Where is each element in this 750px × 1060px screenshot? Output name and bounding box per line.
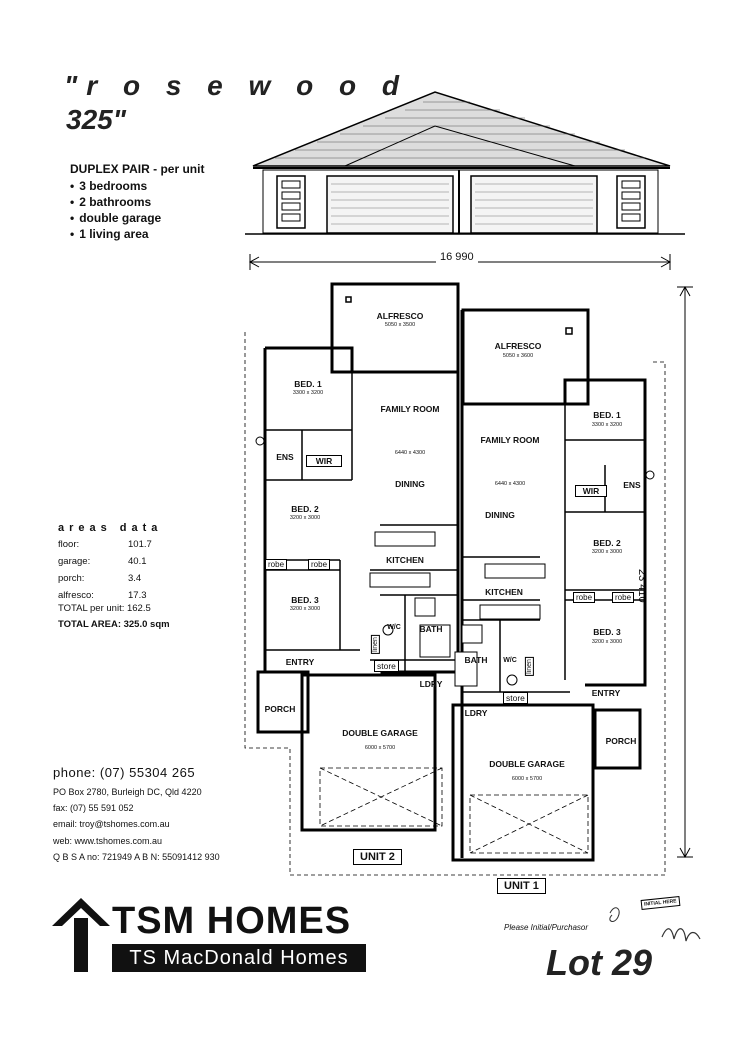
contact-phone: phone: (07) 55304 265 [53,765,196,780]
contact-po-box: PO Box 2780, Burleigh DC, Qld 4220 [53,787,202,797]
u2-ens-label: ENS [276,452,294,462]
u1-family-label: FAMILY ROOM [480,435,540,445]
contact-licence: Q B S A no: 721949 A B N: 55091412 930 [53,852,220,862]
u2-garage-dim: 6000 x 5700 [364,745,396,751]
u2-alfresco-label: ALFRESCO [376,311,424,321]
design-name: "r o s e w o o d [64,70,408,101]
u2-family-label: FAMILY ROOM [380,404,440,414]
lot-number: Lot 29 [546,942,653,983]
logo-sub: TS MacDonald Homes [112,944,366,972]
logo-main: TSM HOMES [112,900,352,942]
u2-bed3-dim: 3200 x 3000 [289,606,321,612]
u2-store-label: store [374,660,399,672]
u1-bed1-label: BED. 1 [593,410,621,420]
area-total: TOTAL AREA: 325.0 sqm [58,619,170,630]
depth-dimension-line [677,285,693,859]
contact-web: web: www.tshomes.com.au [53,836,163,846]
contact-fax: fax: (07) 55 591 052 [53,803,134,813]
area-row-alfresco: alfresco:17.3 [58,590,147,601]
u1-bed3-label: BED. 3 [593,627,621,637]
u2-robe-2: robe [308,559,331,570]
feature-bathrooms: 2 bathrooms [70,195,151,209]
u1-dining-label: DINING [485,510,515,520]
u1-alfresco-label: ALFRESCO [494,341,542,351]
area-row-floor: floor:101.7 [58,539,152,550]
area-row-garage: garage:40.1 [58,556,147,567]
feature-bedrooms: 3 bedrooms [70,179,147,193]
feature-living: 1 living area [70,227,148,241]
u1-alfresco-dim: 5050 x 3600 [502,353,534,359]
u1-porch-label: PORCH [605,736,637,746]
u1-bath-label: BATH [464,655,488,665]
u1-bed3-dim: 3200 x 3000 [591,639,623,645]
u2-bed2-dim: 3200 x 3000 [289,515,321,521]
unit2-tag: UNIT 2 [353,849,402,865]
u1-ens-label: ENS [623,480,641,490]
u1-garage-dim: 6000 x 5700 [511,776,543,782]
contact-email: email: troy@tshomes.com.au [53,819,170,829]
unit1-tag: UNIT 1 [497,878,546,894]
u2-linen-label: linen [370,635,380,654]
u2-wir-label: WIR [306,455,342,467]
u1-robe-1: robe [573,592,596,603]
u1-linen-label: linen [524,657,534,676]
u1-kitchen-label: KITCHEN [485,587,523,597]
u2-bed1-label: BED. 1 [294,379,322,389]
design-size: 325" [66,104,126,135]
u1-wc-label: W/C [503,657,517,664]
width-dimension: 16 990 [436,251,478,263]
area-row-porch: porch:3.4 [58,573,142,584]
u1-ldry-label: LDRY [464,708,488,718]
u1-bed1-dim: 3300 x 3200 [591,422,623,428]
u2-ldry-label: LDRY [419,679,443,689]
u2-family-dim: 6440 x 4300 [394,450,426,456]
u2-bed1-dim: 3300 x 3200 [292,390,324,396]
front-elevation [245,91,685,235]
u2-entry-label: ENTRY [285,657,315,667]
u2-bath-label: BATH [419,624,443,634]
u2-porch-label: PORCH [264,704,296,714]
u2-bed2-label: BED. 2 [291,504,319,514]
u2-bed3-label: BED. 3 [291,595,319,605]
u1-bed2-dim: 3200 x 3000 [591,549,623,555]
u2-garage-label: DOUBLE GARAGE [342,728,418,738]
u1-entry-label: ENTRY [591,688,621,698]
u2-kitchen-label: KITCHEN [386,555,424,565]
u1-family-dim: 6440 x 4300 [494,481,526,487]
u1-garage-label: DOUBLE GARAGE [489,759,565,769]
u2-robe-1: robe [265,559,288,570]
initial-label: Please Initial/Purchasor [504,923,589,932]
duplex-subtitle: DUPLEX PAIR - per unit [70,162,205,176]
u2-dining-label: DINING [395,479,425,489]
signature-mark [609,907,701,942]
area-total-per-unit: TOTAL per unit: 162.5 [58,603,151,614]
u2-wc-label: W/C [387,624,401,631]
areas-heading: areas data [58,522,163,534]
u2-alfresco-dim: 5050 x 3500 [384,322,416,328]
u1-robe-2: robe [612,592,635,603]
u1-wir-label: WIR [575,485,607,497]
feature-garage: double garage [70,211,161,225]
house-logo-icon [52,898,110,972]
floor-plan [244,282,666,876]
u1-store-label: store [503,692,528,704]
u1-bed2-label: BED. 2 [593,538,621,548]
